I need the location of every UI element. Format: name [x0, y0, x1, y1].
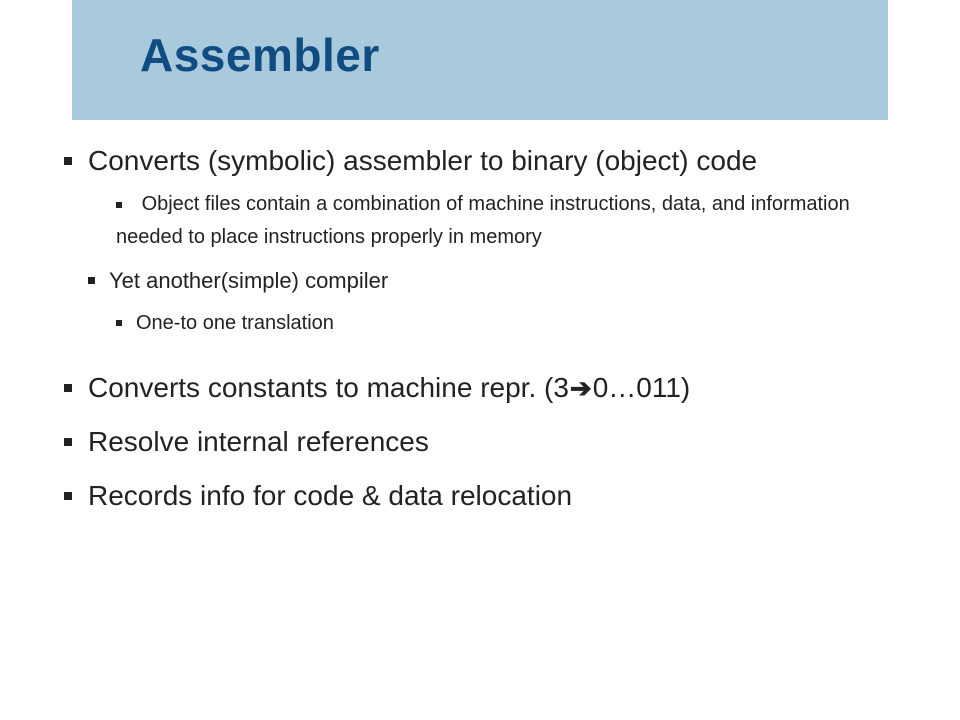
right-arrow-icon: ➔ [569, 373, 592, 403]
bullet-text-content: Object files contain a combination of ma… [116, 193, 850, 248]
bullet-text: Records info for code & data relocation [88, 480, 573, 511]
bullet-records-info: Records info for code & data relocation [64, 480, 572, 512]
bullet-text-prefix: Converts constants to machine repr. (3 [88, 372, 569, 403]
slide-title: Assembler [140, 29, 380, 81]
sub-bullet-object-files: Object files contain a combination of ma… [116, 188, 916, 254]
bullet-converts-constants: Converts constants to machine repr. (3➔0… [64, 372, 690, 404]
bullet-text: Converts (symbolic) assembler to binary … [88, 145, 758, 176]
sub-sub-bullet-one-to-one: One-to one translation [116, 312, 334, 335]
bullet-square-icon [64, 492, 72, 500]
bullet-square-icon [116, 201, 122, 208]
bullet-text: Resolve internal references [88, 426, 429, 457]
bullet-text: One-to one translation [136, 312, 334, 334]
bullet-converts-assembler: Converts (symbolic) assembler to binary … [64, 145, 757, 177]
bullet-square-icon [64, 384, 72, 392]
bullet-text-suffix: 0…011) [592, 372, 691, 403]
bullet-square-icon [64, 438, 72, 446]
bullet-text: Yet another(simple) compiler [109, 268, 389, 293]
title-band [72, 0, 888, 120]
bullet-text: Object files contain a combination of ma… [116, 188, 916, 254]
bullet-text: Converts constants to machine repr. (3➔0… [88, 372, 690, 404]
bullet-resolve-references: Resolve internal references [64, 426, 429, 458]
bullet-square-icon [116, 320, 122, 326]
bullet-square-icon [64, 157, 72, 165]
sub-bullet-simple-compiler: Yet another(simple) compiler [88, 268, 388, 294]
bullet-square-icon [88, 277, 95, 284]
